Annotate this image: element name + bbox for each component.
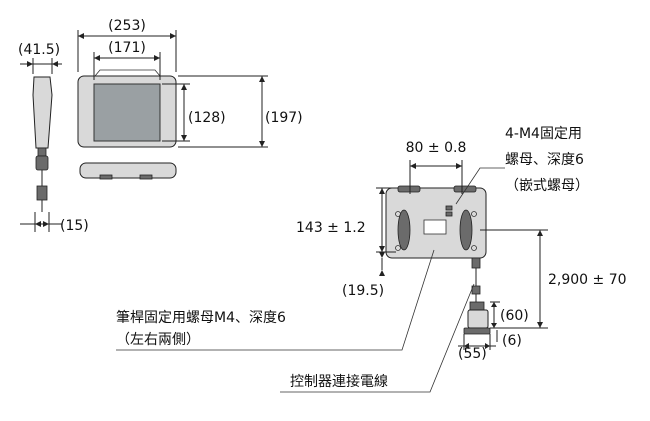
connector-body bbox=[467, 309, 489, 329]
dim-cable-length: 2,900 ± 70 bbox=[548, 272, 627, 288]
note-m4-line2: 螺母、深度6 bbox=[505, 152, 584, 168]
dim-screen-height: (128) bbox=[188, 110, 226, 126]
front-view: (253) (171) (128) (197) bbox=[77, 18, 303, 148]
front-top-handle bbox=[94, 69, 161, 77]
dim-connector-offset: (6) bbox=[502, 333, 522, 349]
dim-screen-width: (171) bbox=[108, 40, 146, 56]
dim-side-depth: (41.5) bbox=[18, 42, 60, 58]
leader-cable bbox=[280, 283, 475, 393]
bottom-housing bbox=[79, 162, 177, 179]
rear-label-plate bbox=[423, 219, 447, 235]
dim-connector-width: (55) bbox=[458, 346, 487, 362]
note-m4-line3: （嵌式螺母） bbox=[505, 178, 589, 194]
leader-stylus bbox=[116, 249, 435, 351]
note-stylus-line2: （左右兩側） bbox=[116, 332, 200, 348]
front-screen bbox=[93, 83, 161, 142]
dim-offset: (19.5) bbox=[342, 283, 384, 299]
rear-view: 80 ± 0.8 143 ± 1.2 (19.5) 2,900 ± 70 (60… bbox=[296, 140, 627, 362]
note-stylus-line1: 筆桿固定用螺母M4、深度6 bbox=[116, 310, 286, 326]
stylus-holder-right bbox=[459, 209, 473, 251]
side-view: (41.5) (15) bbox=[18, 42, 89, 234]
dim-connector-height: (60) bbox=[500, 308, 529, 324]
dim-hole-spacing: 80 ± 0.8 bbox=[406, 140, 467, 156]
dim-total-height: (197) bbox=[265, 110, 303, 126]
leader-m4 bbox=[455, 167, 505, 205]
dim-hole-height: 143 ± 1.2 bbox=[296, 220, 366, 236]
note-controller-cable: 控制器連接電線 bbox=[290, 373, 388, 390]
bottom-view bbox=[79, 162, 177, 180]
dim-cable-width: (15) bbox=[60, 218, 89, 234]
callouts: 4-M4固定用 螺母、深度6 （嵌式螺母） 筆桿固定用螺母M4、深度6 （左右兩… bbox=[116, 126, 589, 393]
side-housing bbox=[32, 76, 53, 149]
note-m4-line1: 4-M4固定用 bbox=[505, 126, 582, 142]
stylus-holder-left bbox=[397, 209, 411, 251]
dim-front-width: (253) bbox=[108, 18, 146, 34]
